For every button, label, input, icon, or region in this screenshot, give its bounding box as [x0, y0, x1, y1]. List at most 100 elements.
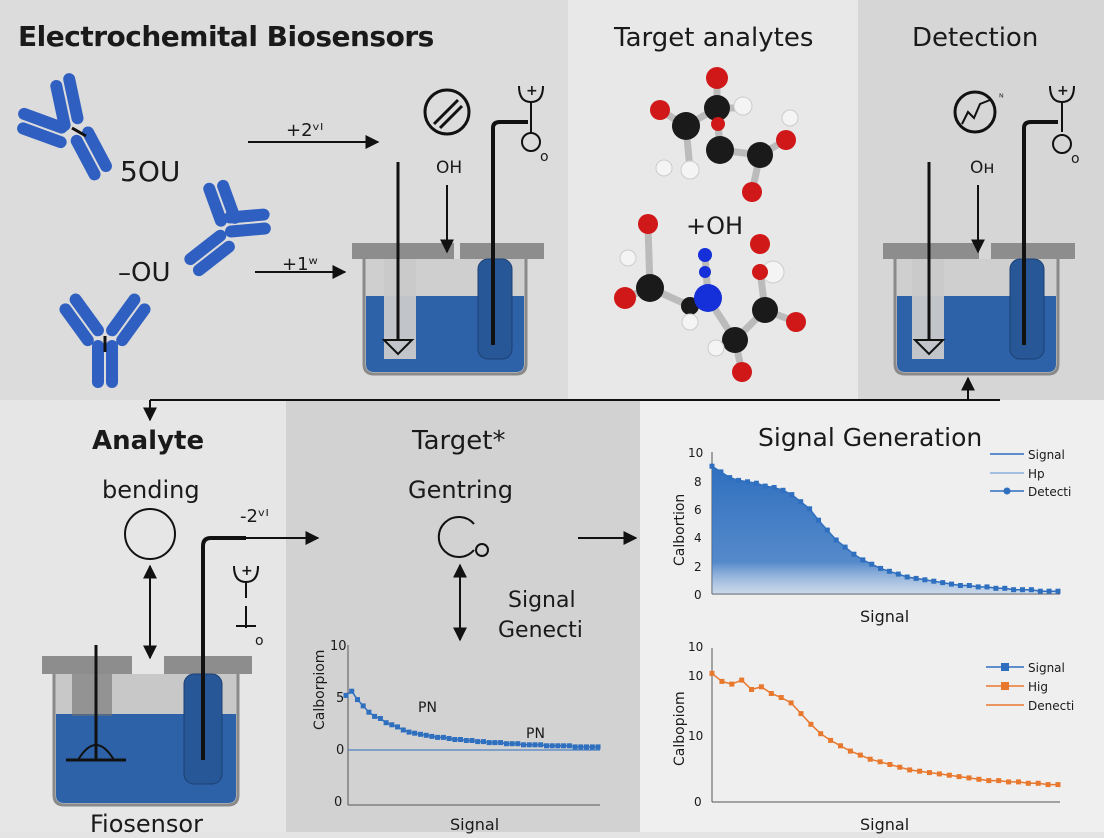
chart-point — [395, 724, 400, 730]
legend-marker — [1001, 663, 1009, 671]
chart-point — [566, 743, 572, 749]
chart-point — [851, 551, 857, 557]
chart-point — [966, 775, 972, 781]
target-analytes-title: Target analytes — [614, 23, 814, 53]
detection-cell-icon — [883, 90, 1075, 376]
chart-point — [1006, 779, 1012, 785]
chart-point — [842, 544, 848, 550]
chart-point — [957, 583, 963, 588]
chart-point — [1035, 780, 1041, 786]
chart-point — [949, 581, 954, 587]
molecule-icon — [650, 67, 799, 202]
chart-point — [383, 720, 389, 726]
chart-point — [572, 744, 578, 750]
chart-y-tick-label: 10 — [688, 729, 703, 743]
panel-target-analytes — [568, 0, 858, 400]
analyte-title: Analyte — [92, 426, 205, 456]
chart-point — [758, 684, 764, 690]
electrode-terminal-icon — [233, 565, 259, 628]
chart-point — [475, 739, 481, 745]
chart-point — [956, 774, 962, 780]
detection-title: Detection — [912, 23, 1039, 53]
page-title: Electrochemital Biosensors — [18, 20, 434, 53]
analyte-subtitle: bending — [102, 476, 200, 504]
chart-point — [736, 477, 742, 483]
chart-annotation: PN — [526, 726, 545, 742]
chart-point — [727, 475, 733, 481]
chart-y-tick-label: 2 — [694, 560, 702, 574]
chart-point — [349, 688, 355, 694]
chart-y-tick-label: 10 — [688, 669, 703, 683]
chart-title: Signal Generation — [758, 423, 982, 452]
electrode-plus-label: + — [526, 83, 538, 99]
chart-point — [860, 557, 866, 563]
chart-point — [778, 695, 784, 700]
chart-point — [927, 770, 932, 776]
chart-point — [936, 771, 942, 777]
chart-point — [1025, 780, 1031, 786]
chart-point — [907, 767, 913, 773]
flow-connector-icon — [143, 376, 1000, 422]
chart-point — [412, 730, 418, 736]
chart-point — [913, 575, 919, 581]
chart-point — [946, 772, 952, 778]
cell-label: OH — [436, 158, 463, 178]
chart-point — [463, 738, 469, 743]
chart-annotation: PN — [418, 700, 437, 716]
legend-label: Hp — [1028, 467, 1045, 481]
chart-y-tick-label: 6 — [694, 503, 702, 517]
chart-point — [993, 585, 999, 591]
signal-label: Signal — [508, 588, 576, 613]
chart-point — [807, 506, 813, 512]
molecule-label: +OH — [686, 212, 744, 240]
chart-y-tick-label: 0 — [336, 743, 344, 758]
chart-point — [1002, 585, 1008, 591]
chart-point — [886, 568, 892, 574]
chart-point — [780, 487, 786, 493]
antibody-icon — [59, 293, 151, 388]
antibody-icon — [17, 73, 112, 181]
chart-legend: Signal Hp Detecti — [990, 448, 1071, 499]
chart-point — [503, 741, 509, 747]
chart-point — [584, 744, 589, 750]
electrode-o-label: o — [255, 633, 264, 649]
chart-point — [867, 756, 873, 762]
chart-point — [838, 743, 843, 749]
chart-point — [749, 687, 754, 692]
chart-point — [435, 734, 441, 740]
chart-point — [798, 711, 804, 717]
biosensor-cell-icon — [42, 536, 252, 807]
chart-point — [532, 742, 538, 748]
chart-point — [343, 692, 349, 698]
chart-y-axis-label: Calbortion — [672, 494, 688, 566]
chart-point — [897, 764, 903, 770]
chart-point — [481, 739, 486, 745]
chart-point — [824, 527, 830, 533]
chart-point — [544, 743, 549, 749]
electrode-plus-label: + — [1057, 83, 1069, 99]
chart-point — [887, 762, 893, 767]
antibody-label: 5OU — [120, 155, 181, 188]
chart-y-tick-label: 10 — [688, 446, 703, 460]
chart-point — [729, 681, 735, 687]
legend-label: Detecti — [1028, 485, 1071, 499]
chart-legend: Signal Hig Denecti — [986, 661, 1074, 713]
chart-point — [1045, 782, 1051, 788]
chart-point — [869, 561, 875, 567]
analyte-circle-icon — [124, 508, 176, 560]
electrode-o-label: o — [1071, 151, 1080, 167]
chart-point — [446, 736, 452, 741]
chart-point — [423, 732, 429, 738]
chart-point — [975, 584, 981, 590]
chart-y-tick-label: 4 — [694, 531, 702, 545]
chart-point — [878, 565, 884, 571]
chart-point — [818, 731, 824, 737]
chart-point — [1011, 587, 1017, 593]
chart-point — [549, 743, 555, 749]
chart-point — [768, 691, 774, 696]
chart-y-tick-label: 0 — [334, 795, 342, 810]
